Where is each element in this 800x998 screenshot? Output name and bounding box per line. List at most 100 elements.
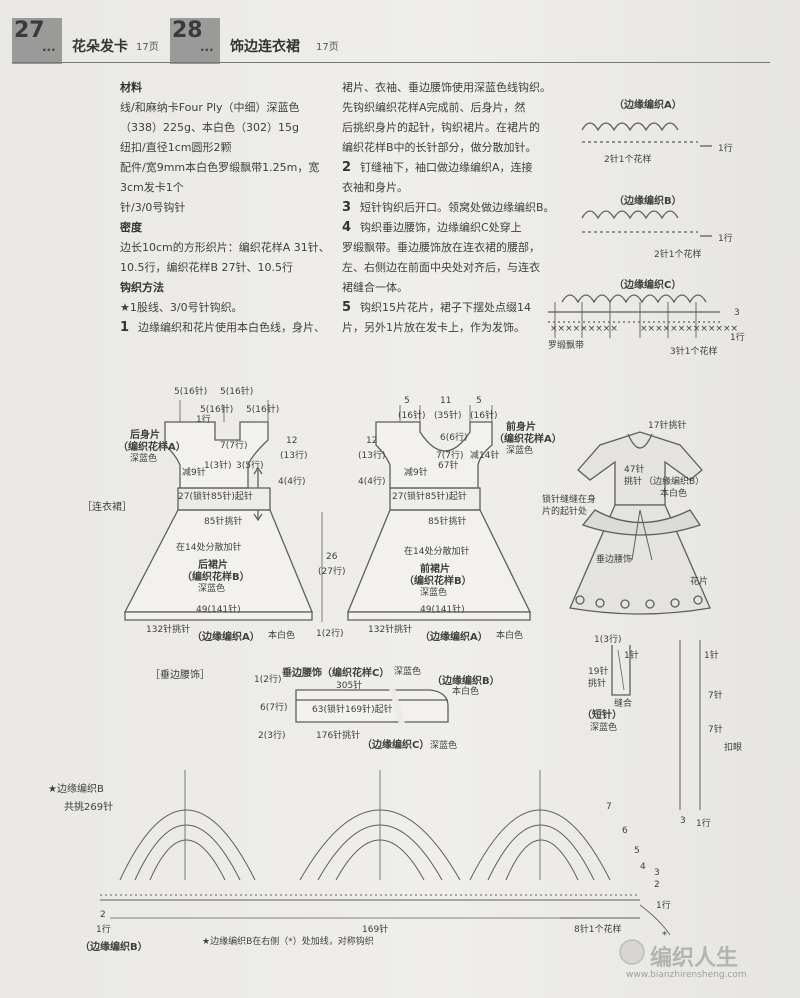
illus-join-2: 片的起针处 (542, 507, 588, 517)
waist-white: 本白色 (452, 687, 480, 697)
back-bodice-name: 后身片 (130, 430, 160, 441)
chart-note: ★边缘编织B在右侧（*）处加线，对称钩织 (202, 937, 374, 947)
back-skirt-name: 后裙片 (198, 560, 228, 571)
chart-left-row-1: 1行 (96, 925, 111, 935)
back-skirt-pattern: （编织花样B） (182, 572, 250, 583)
step-4-cont: 左、右侧边在前面中央处对齐后，与连衣 (342, 261, 540, 274)
front-67: 67针 (438, 461, 459, 471)
back-h13: (13行) (280, 451, 308, 461)
step-text: 钉缝袖下，袖口做边缘编织A，连接 (360, 161, 533, 174)
materials-line: 纽扣/直径1cm圆形2颗 (120, 141, 232, 154)
materials-line: 线/和麻纳卡Four Ply（中细）深蓝色 (120, 101, 300, 114)
back-skirt-schematic (123, 487, 323, 622)
back-bodice-pattern: （编织花样A） (118, 442, 186, 453)
step-1: 1 边缘编织和花片使用本白色线，身片、 (120, 318, 335, 338)
pattern-title-28: 饰边连衣裙 (230, 39, 300, 55)
gauge-line: 边长10cm的方形织片：编织花样A 31针、 (120, 241, 330, 254)
skirt-h27: (27行) (318, 567, 346, 577)
front-bodice-schematic (375, 405, 493, 489)
placket-r3: 3 (680, 816, 686, 826)
step-number: 1 (120, 320, 130, 335)
placket-name: （短针） (582, 710, 622, 721)
front-dec9: 减9针 (404, 468, 428, 478)
edging-a-title: （边缘编织A） (614, 100, 682, 111)
back-top-dim: 5(16针) (174, 387, 208, 397)
edging-c-repeat: 3针1个花样 (670, 347, 718, 357)
col2-line: 裙片、衣袖、垂边腰饰使用深蓝色线钩织。 (342, 81, 551, 94)
front-6-6: 6(6行) (440, 433, 468, 443)
chart-row-1: 1行 (656, 901, 671, 911)
step-text: 边缘编织和花片使用本白色线，身片、 (138, 321, 325, 334)
waist-pick: 176针挑针 (316, 731, 361, 741)
waist-h12: 1(2行) (254, 675, 282, 685)
front-top-dim: (16针) (398, 411, 426, 421)
pattern-page-28: 17页 (316, 42, 339, 53)
chart-row-4: 4 (640, 862, 646, 872)
front-h4: 4(4行) (358, 477, 386, 487)
waist-tag: ［垂边腰饰］ (150, 670, 210, 681)
placket-n1: 1针 (704, 651, 719, 661)
chart-count: 共挑269针 (64, 802, 114, 813)
back-bodice-color: 深蓝色 (130, 454, 158, 464)
dress-tag: ［连衣裙］ (82, 502, 132, 513)
waist-color2: 深蓝色 (430, 741, 458, 751)
back-skirt-pick: 132针挑针 (146, 625, 191, 635)
chart-row-5: 5 (634, 846, 640, 856)
step-number: 2 (342, 160, 352, 175)
col2-line: 编织花样B中的长针部分，做分散加针。 (342, 141, 537, 154)
step-2: 2 钉缝袖下，袖口做边缘编织A，连接 (342, 158, 557, 178)
watermark-logo (619, 939, 645, 965)
waist-305: 305针 (336, 681, 363, 691)
placket-n7b: 7针 (708, 725, 723, 735)
front-skirt-pick: 132针挑针 (368, 625, 413, 635)
back-opening-row: 1行 (196, 415, 211, 425)
chart-row-3: 3 (654, 868, 660, 878)
edging-c-ribbon: 罗缎飘带 (548, 341, 585, 351)
illus-join-1: 锁针缝缝在身 (542, 495, 597, 505)
pattern-page-27: 17页 (136, 42, 159, 53)
front-dec14: 减14针 (470, 451, 500, 461)
illus-belt: 垂边腰饰 (596, 555, 633, 565)
waist-h67: 6(7行) (260, 703, 288, 713)
front-top-num: 5 (404, 396, 410, 406)
front-base: 27(锁针85针)起针 (392, 492, 467, 502)
materials-line: （338）225g、本白色（302）15g (120, 121, 299, 134)
watermark-brand: 编织人生 (650, 946, 739, 971)
pattern-number-27: 27 (14, 18, 45, 43)
edging-b-big-chart (100, 770, 671, 936)
header-tab-27 (12, 18, 62, 64)
back-7-7: 7(7行) (220, 441, 248, 451)
watermark-url: www.bianzhirensheng.com (626, 970, 747, 980)
placket-seam: 缝合 (614, 699, 633, 709)
pattern-dots-27: ... (42, 40, 56, 54)
waist-base: 63(锁针169针)起针 (312, 705, 393, 715)
edging-c-x1: ××××××××× (550, 324, 618, 334)
gauge-line: 10.5行，编织花样B 27针、10.5行 (120, 261, 294, 274)
back-pick: 85针挑针 (204, 517, 243, 527)
waist-h23: 2(3行) (258, 731, 286, 741)
pattern-dots-28: ... (200, 40, 214, 54)
step-5-cont: 片，另外1片放在发卡上，作为发饰。 (342, 321, 525, 334)
front-h13: (13行) (358, 451, 386, 461)
front-skirt-white: 本白色 (496, 631, 524, 641)
header-tab-28 (170, 18, 220, 64)
illus-edge-b: （边缘编织B） (644, 477, 705, 487)
front-7-7: 7(7行) (436, 451, 464, 461)
placket-r13: 1(3行) (594, 635, 622, 645)
placket-buttonhole: 扣眼 (724, 743, 743, 753)
back-skirt-bottom: 49(141针) (196, 605, 241, 615)
front-top-num: 11 (440, 396, 452, 406)
col2-line: 先钩织编织花样A完成前、后身片，然 (342, 101, 526, 114)
skirt-h26: 26 (326, 552, 338, 562)
front-top-dim: (16针) (470, 411, 498, 421)
edging-a-chart (581, 122, 712, 147)
step-number: 5 (342, 300, 352, 315)
front-skirt-name: 前裙片 (420, 564, 450, 575)
front-pick: 85针挑针 (428, 517, 467, 527)
front-skirt-inc: 在14处分散加针 (404, 547, 470, 557)
back-h4: 4(4行) (278, 477, 306, 487)
front-skirt-edge: （边缘编织A） (420, 632, 488, 643)
